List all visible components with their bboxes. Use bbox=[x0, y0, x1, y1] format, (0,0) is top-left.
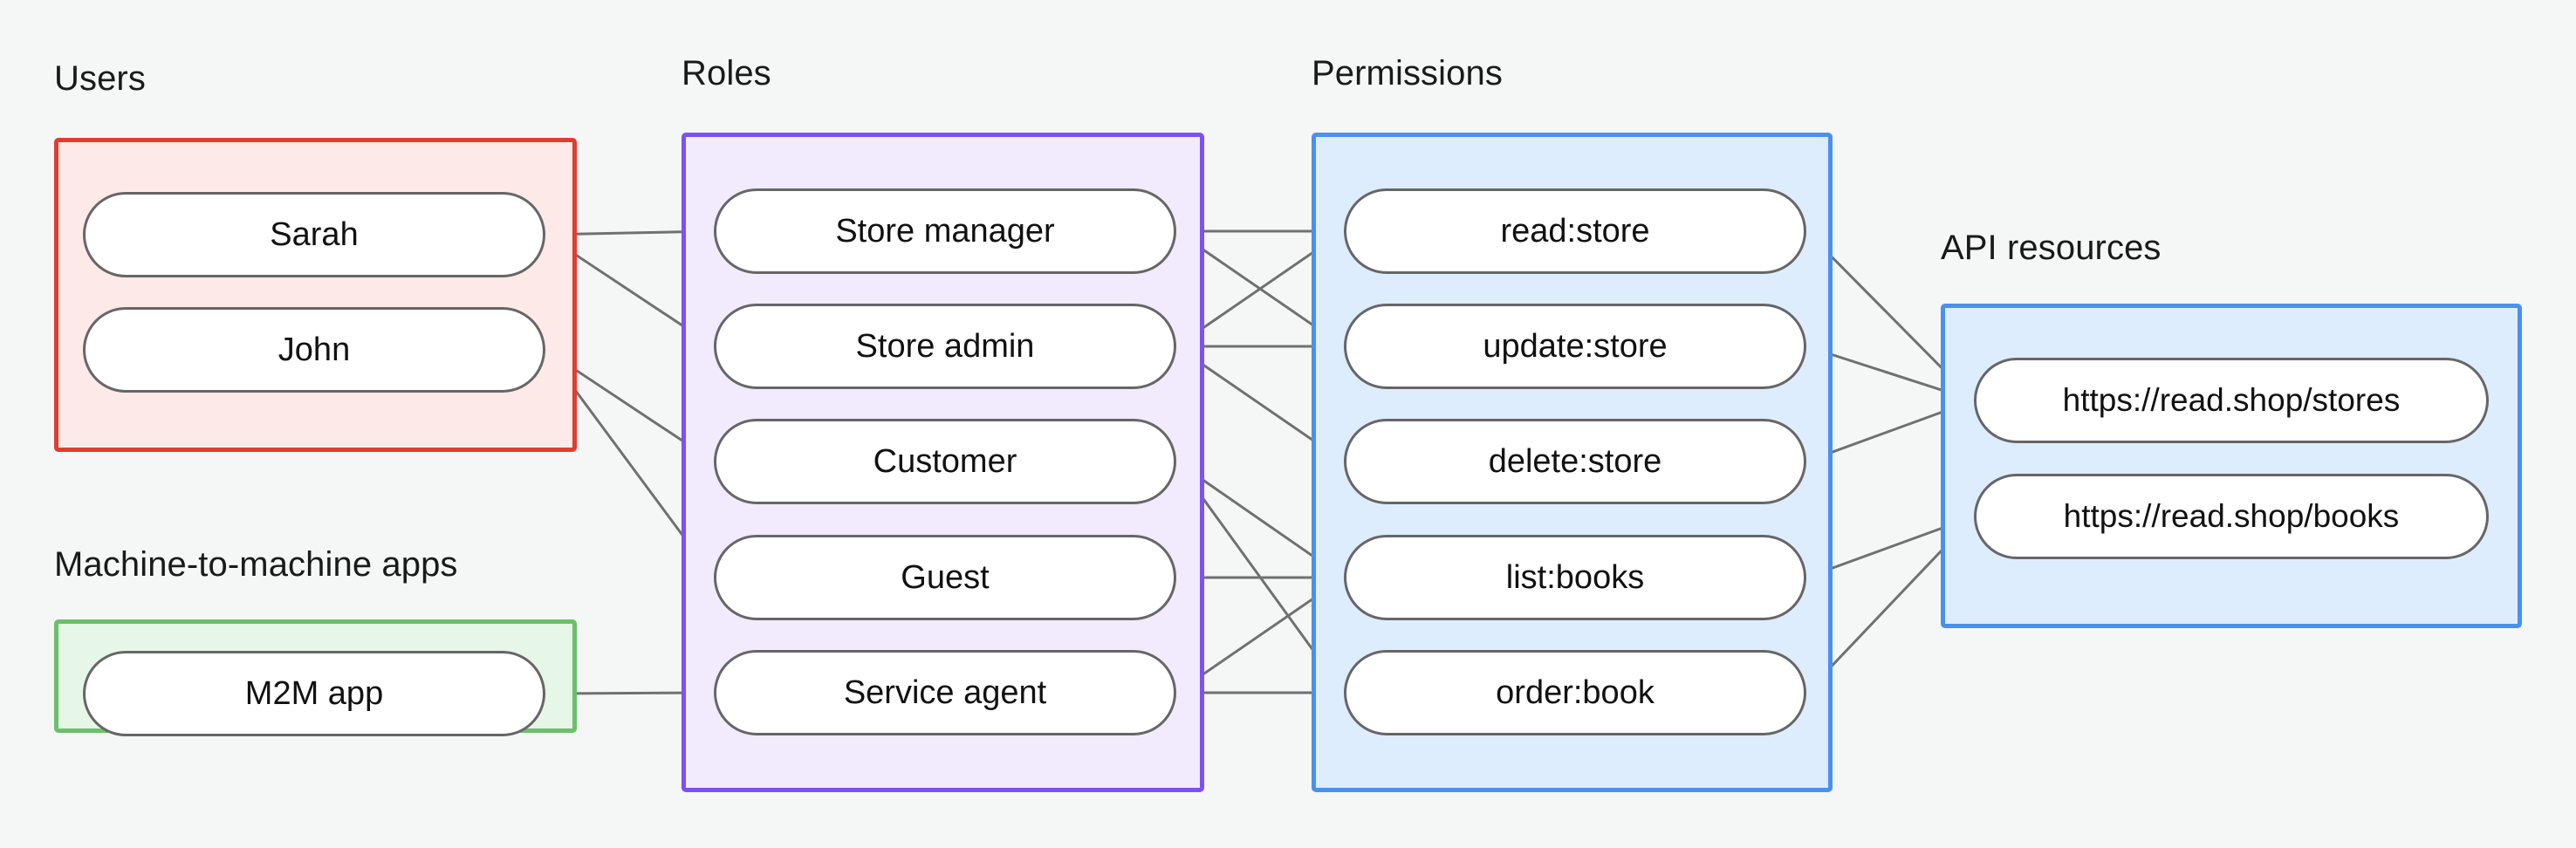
node-m2mapp[interactable]: M2M app bbox=[83, 651, 545, 736]
node-label: M2M app bbox=[244, 674, 384, 712]
node-label: Store admin bbox=[855, 327, 1035, 365]
node-john[interactable]: John bbox=[83, 307, 545, 393]
node-label: update:store bbox=[1483, 327, 1668, 365]
node-customer[interactable]: Customer bbox=[714, 419, 1176, 504]
group-box-api bbox=[1941, 304, 2522, 628]
group-label-api: API resources bbox=[1941, 229, 2162, 267]
node-label: Store manager bbox=[835, 212, 1055, 250]
group-label-permissions: Permissions bbox=[1312, 54, 1503, 92]
node-res-books[interactable]: https://read.shop/books bbox=[1974, 474, 2489, 559]
node-store-admin[interactable]: Store admin bbox=[714, 304, 1176, 389]
node-label: delete:store bbox=[1488, 442, 1662, 480]
node-label: Guest bbox=[901, 558, 990, 596]
node-order-book[interactable]: order:book bbox=[1344, 650, 1806, 735]
node-label: read:store bbox=[1500, 212, 1650, 250]
group-box-users bbox=[54, 138, 577, 452]
node-label: Service agent bbox=[843, 674, 1047, 711]
node-store-manager[interactable]: Store manager bbox=[714, 188, 1176, 274]
group-label-users: Users bbox=[54, 59, 146, 98]
node-guest[interactable]: Guest bbox=[714, 535, 1176, 620]
node-read-store[interactable]: read:store bbox=[1344, 188, 1806, 274]
node-update-store[interactable]: update:store bbox=[1344, 304, 1806, 389]
node-label: Sarah bbox=[270, 215, 359, 253]
group-label-m2m: Machine-to-machine apps bbox=[54, 545, 458, 584]
node-label: https://read.shop/stores bbox=[2062, 382, 2401, 418]
node-sarah[interactable]: Sarah bbox=[83, 192, 545, 277]
node-label: https://read.shop/books bbox=[2063, 498, 2400, 534]
node-label: Customer bbox=[873, 442, 1017, 480]
node-res-stores[interactable]: https://read.shop/stores bbox=[1974, 358, 2489, 443]
node-list-books[interactable]: list:books bbox=[1344, 535, 1806, 620]
node-label: John bbox=[277, 331, 351, 368]
node-delete-store[interactable]: delete:store bbox=[1344, 419, 1806, 504]
node-label: order:book bbox=[1496, 674, 1655, 711]
node-label: list:books bbox=[1505, 558, 1645, 596]
group-label-roles: Roles bbox=[682, 54, 771, 92]
node-service-agent[interactable]: Service agent bbox=[714, 650, 1176, 735]
